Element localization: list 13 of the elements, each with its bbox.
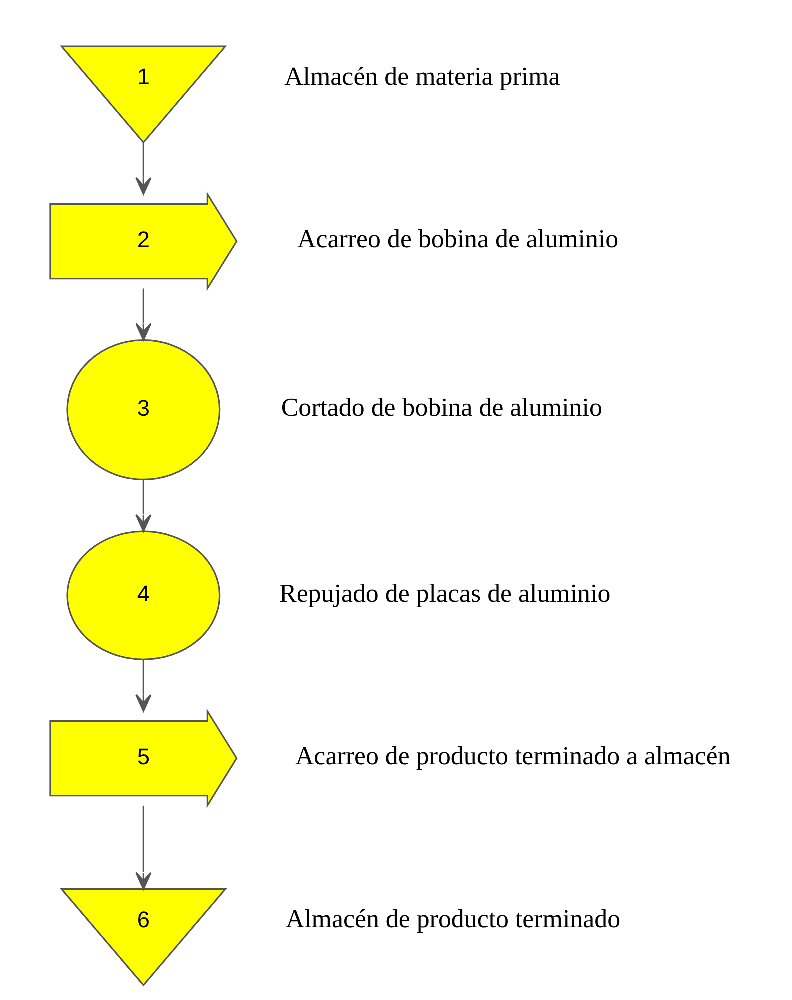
node-label: Cortado de bobina de aluminio: [280, 393, 602, 422]
node-label: Almacén de materia prima: [284, 62, 560, 91]
node-label: Acarreo de bobina de aluminio: [297, 224, 618, 254]
node-label: Repujado de placas de aluminio: [279, 578, 610, 608]
arrow: [135, 288, 152, 341]
arrow: [135, 806, 152, 890]
arrow: [135, 142, 152, 196]
arrow: [135, 480, 152, 532]
node-label: Almacén de producto terminado: [285, 904, 620, 934]
node-circle: 3: [66, 340, 220, 481]
node-ellipse: 4: [66, 530, 220, 660]
arrow: [135, 660, 152, 712]
node-label: Acarreo de producto terminado a almacén: [294, 742, 730, 771]
